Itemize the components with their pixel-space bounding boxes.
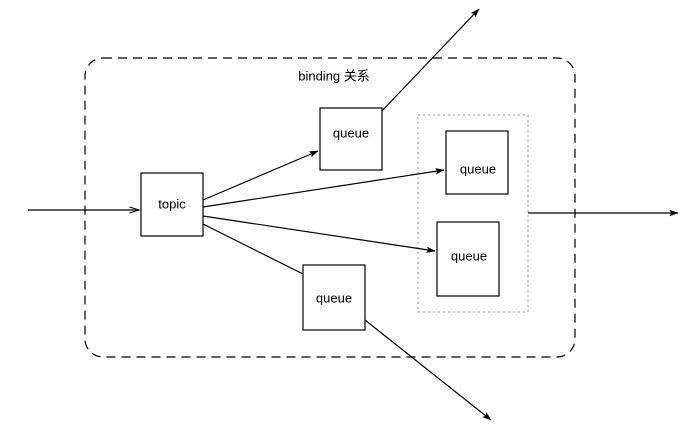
- queue-node-right-lower-label: queue: [451, 248, 487, 263]
- binding-relation-label: binding 关系: [298, 68, 370, 83]
- edge-queue-bottom-to-exit: [364, 319, 492, 421]
- edge-topic-to-queue-bottom: [202, 223, 318, 282]
- edge-queue-top-to-exit: [380, 8, 480, 113]
- queue-subgroup-container: [417, 114, 529, 313]
- binding-relation-container: [84, 57, 576, 358]
- queue-node-bottom-label: queue: [316, 290, 352, 305]
- queue-node-right-upper-label: queue: [460, 161, 496, 176]
- queue-node-bottom[interactable]: queue: [302, 264, 366, 331]
- queue-node-right-upper-box: [445, 130, 509, 195]
- topic-node-box: [140, 172, 204, 237]
- queue-node-top-label: queue: [333, 125, 369, 140]
- edge-topic-to-queue-right-upper: [202, 168, 445, 208]
- topic-node-label: topic: [158, 196, 186, 211]
- queue-node-right-lower-box: [436, 221, 500, 297]
- topic-node[interactable]: topic: [140, 172, 204, 237]
- queue-node-right-lower[interactable]: queue: [436, 221, 500, 297]
- queue-node-right-upper[interactable]: queue: [445, 130, 509, 195]
- queue-node-top[interactable]: queue: [319, 107, 383, 171]
- queue-node-bottom-box: [302, 264, 366, 331]
- edge-topic-to-queue-top: [202, 150, 319, 201]
- edge-topic-to-queue-right-lower: [202, 215, 436, 253]
- queue-node-top-box: [319, 107, 383, 171]
